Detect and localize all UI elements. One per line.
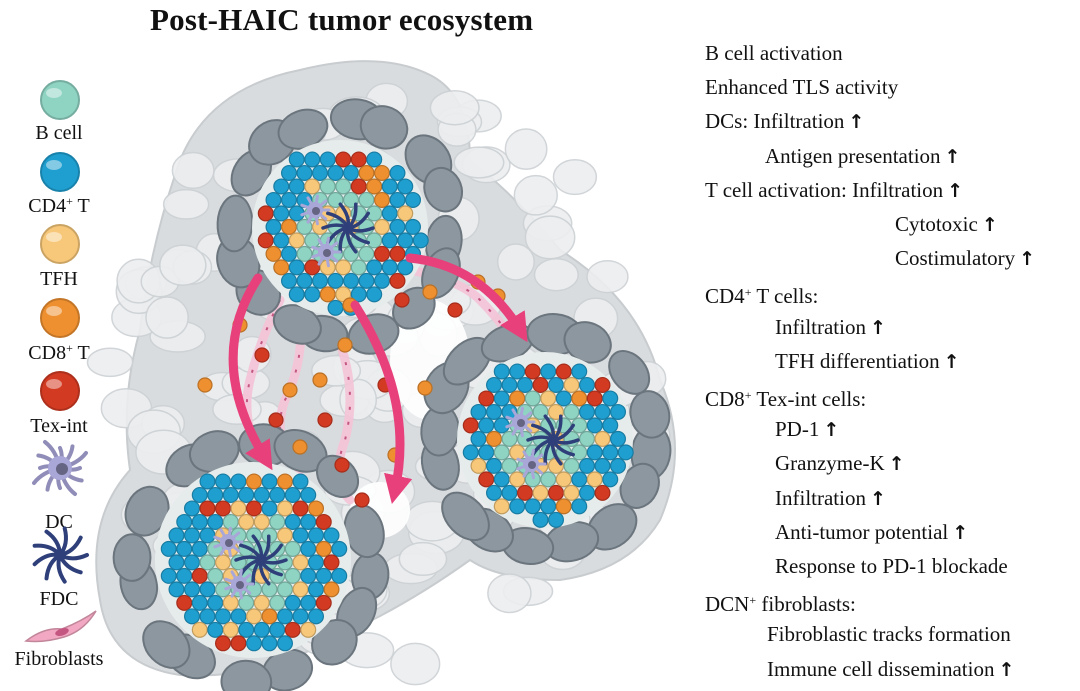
b-cell-icon <box>40 80 80 120</box>
effect-item: Costimulatory↑ <box>895 246 1036 271</box>
effect-item: Immune cell dissemination↑ <box>767 656 1015 681</box>
legend-label: Fibroblasts <box>14 648 104 670</box>
increase-arrow-icon: ↑ <box>943 350 960 373</box>
increase-arrow-icon: ↑ <box>848 111 865 134</box>
increase-arrow-icon: ↑ <box>1019 248 1036 271</box>
effect-item: TFH differentiation↑ <box>775 348 960 373</box>
increase-arrow-icon: ↑ <box>869 487 886 510</box>
tls-cluster <box>457 352 634 528</box>
dendritic-cell-icon <box>32 440 88 496</box>
effect-item: DCs: Infiltration↑ <box>705 109 865 134</box>
tfh-cell-icon <box>40 224 80 264</box>
effect-item: CD4+ T cells: <box>705 284 819 309</box>
effect-item: Infiltration↑ <box>775 314 886 339</box>
legend-label: TFH <box>40 268 78 290</box>
follicular-dendritic-cell-icon <box>32 526 89 584</box>
effect-item: Anti-tumor potential↑ <box>775 519 969 544</box>
legend-label: Tex-int <box>30 415 88 437</box>
migration-arrows <box>228 253 528 505</box>
legend-label: CD8+ T <box>28 341 90 364</box>
effect-item: PD-1↑ <box>775 417 840 442</box>
tumor-ecosystem-diagram <box>86 60 676 691</box>
effect-item: Granzyme-K↑ <box>775 451 905 476</box>
cd8-t-cell-icon <box>40 298 80 338</box>
increase-arrow-icon: ↑ <box>888 453 905 476</box>
effect-item: Antigen presentation↑ <box>765 143 961 168</box>
page-title: Post-HAIC tumor ecosystem <box>150 2 534 37</box>
tex-int-cell-icon <box>40 371 80 411</box>
effect-item: CD8+ Tex-int cells: <box>705 387 867 411</box>
increase-arrow-icon: ↑ <box>823 419 840 442</box>
increase-arrow-icon: ↑ <box>998 658 1015 681</box>
legend-label: CD4+ T <box>28 194 90 217</box>
cd4-t-cell-icon <box>40 152 80 192</box>
fibroblast-icon <box>24 610 97 643</box>
effect-item: Infiltration↑ <box>775 485 886 510</box>
effect-item: T cell activation: Infiltration↑ <box>705 177 964 202</box>
tls-cluster <box>252 140 429 316</box>
legend-label: B cell <box>35 122 83 144</box>
legend-label: FDC <box>39 588 79 610</box>
effect-item: Enhanced TLS activity <box>705 75 899 100</box>
tls-cluster <box>155 462 351 658</box>
tumor-cells <box>112 98 672 691</box>
effect-item: Cytotoxic↑ <box>895 212 998 236</box>
increase-arrow-icon: ↑ <box>947 179 964 202</box>
tertiary-lymphoid-structures <box>155 140 634 658</box>
effect-item: Fibroblastic tracks formation <box>767 622 1011 647</box>
effect-item: DCN+ fibroblasts: <box>705 592 856 617</box>
effect-item: Response to PD-1 blockade <box>775 554 1008 578</box>
increase-arrow-icon: ↑ <box>952 521 969 544</box>
increase-arrow-icon: ↑ <box>944 145 961 168</box>
increase-arrow-icon: ↑ <box>981 214 998 236</box>
effect-item: B cell activation <box>705 41 843 65</box>
increase-arrow-icon: ↑ <box>869 316 886 339</box>
